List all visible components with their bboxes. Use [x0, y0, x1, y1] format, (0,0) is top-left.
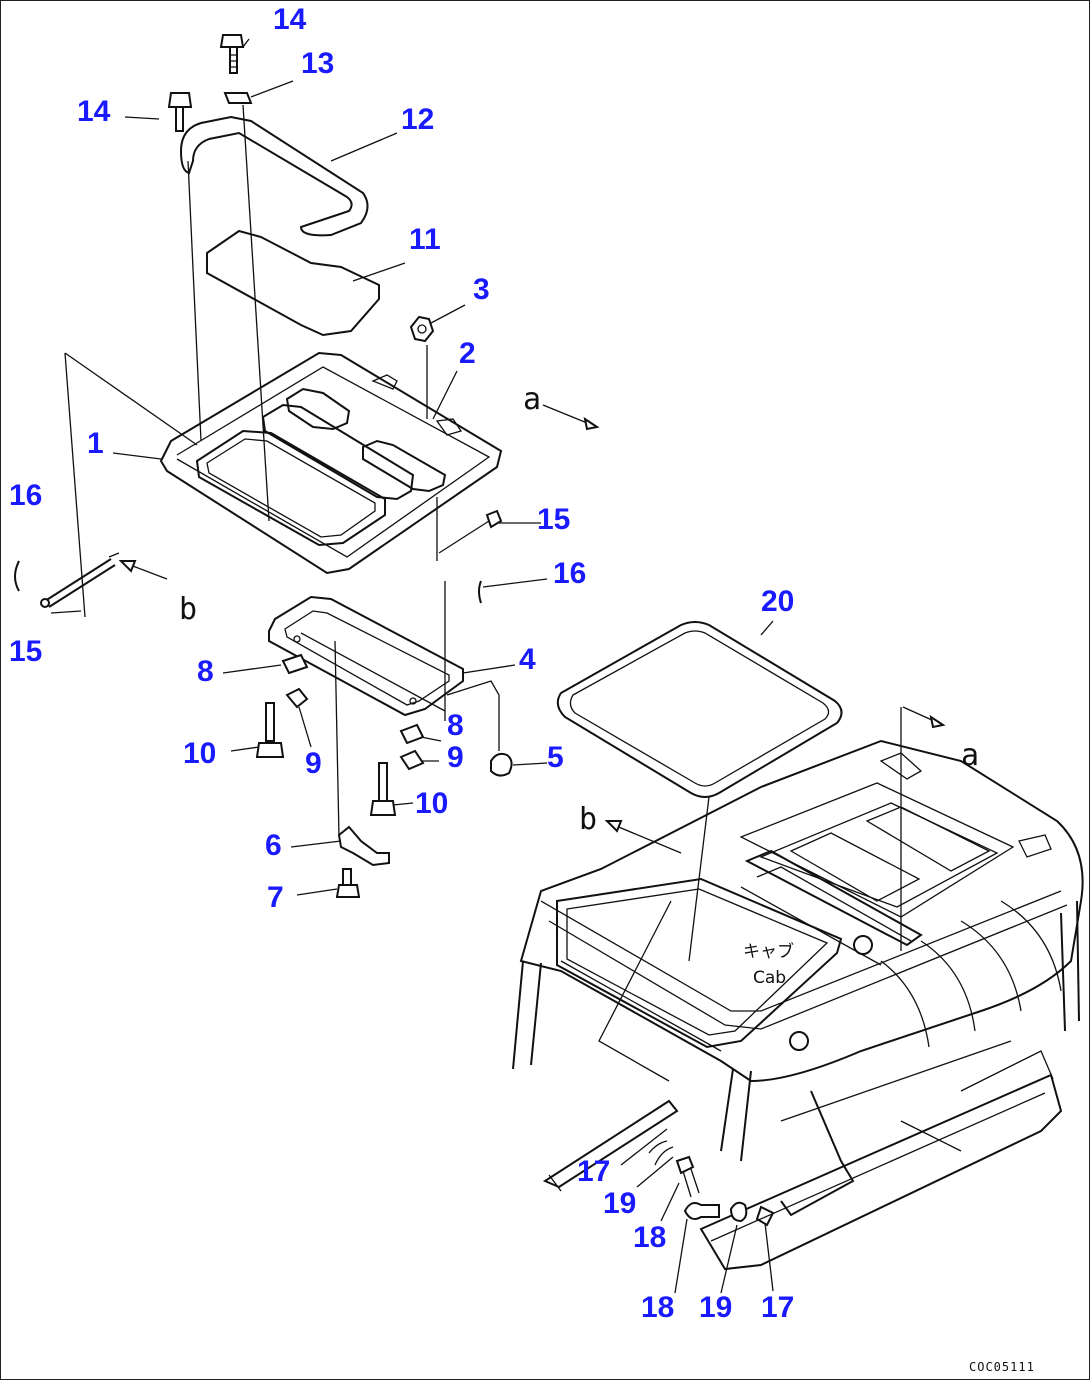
- inner-frame-4: [268, 595, 464, 717]
- callout-13: 13: [301, 47, 334, 80]
- callout-7: 7: [267, 881, 284, 914]
- washer-19-lower: [729, 1201, 748, 1223]
- view-arrow-a-top: [542, 404, 600, 431]
- callout-2: 2: [459, 337, 476, 370]
- leader-line: [187, 160, 202, 442]
- callout-8-left: 8: [197, 655, 214, 688]
- pin-16-left: [14, 560, 20, 592]
- callout-1: 1: [87, 427, 104, 460]
- callout-20: 20: [761, 585, 794, 618]
- callout-17-left: 17: [577, 1155, 610, 1188]
- clip-8-right: [399, 723, 425, 745]
- view-arrow-b-left: [118, 560, 168, 580]
- callout-14-left: 14: [77, 95, 111, 128]
- callout-8-right: 8: [447, 709, 464, 742]
- screw-10-left: [255, 702, 285, 758]
- pin-16-right: [478, 580, 482, 604]
- callout-18-left: 18: [633, 1221, 666, 1254]
- clip-9-left: [285, 687, 309, 709]
- cab-label-en: Cab: [753, 968, 786, 988]
- callout-14-top: 14: [273, 3, 307, 36]
- bolt-14-left: [167, 92, 193, 132]
- screw-7: [335, 868, 361, 898]
- drawing-code: COC05111: [969, 1360, 1035, 1374]
- callout-leaders: [112, 38, 774, 1294]
- callout-6: 6: [265, 829, 282, 862]
- callout-16-left: 16: [9, 479, 42, 512]
- screw-10-right: [369, 762, 397, 816]
- leader-line: [64, 352, 86, 618]
- callout-5: 5: [547, 741, 564, 774]
- washer-19-upper: [648, 1140, 674, 1166]
- bolt-18-upper: [675, 1155, 700, 1198]
- callout-19-bottom: 19: [699, 1291, 732, 1324]
- cab-label-jp: キャブ: [743, 941, 794, 962]
- roof-panel-1: [159, 351, 503, 575]
- clip-8-left: [281, 653, 309, 675]
- leader-line: [598, 900, 672, 1082]
- washer-13: [223, 92, 253, 104]
- pad-11: [206, 229, 380, 337]
- callout-9-right: 9: [447, 741, 464, 774]
- callout-3: 3: [473, 273, 490, 306]
- callout-10-left: 10: [183, 737, 216, 770]
- callout-9-left: 9: [305, 747, 322, 780]
- pin-15-right: [438, 509, 503, 554]
- callout-labels: 14 13 14 12 11 3 2 1 16 15 16 15 20 8 4 …: [9, 3, 794, 1324]
- callout-15-right: 15: [537, 503, 570, 536]
- seal-20: [556, 621, 843, 798]
- cap-5: [446, 680, 513, 777]
- bolt-14-top: [219, 34, 245, 74]
- frame-12: [179, 115, 369, 237]
- pin-15-left: [40, 552, 120, 608]
- bolt-18-lower: [683, 1202, 720, 1220]
- callout-18-bottom: 18: [641, 1291, 674, 1324]
- nut-3: [409, 315, 435, 343]
- callout-17-bottom: 17: [761, 1291, 794, 1324]
- view-label-b-cab: b: [579, 802, 597, 837]
- callout-15-left: 15: [9, 635, 42, 668]
- leader-line: [64, 352, 198, 446]
- callout-11: 11: [409, 223, 441, 256]
- callout-16-right: 16: [553, 557, 586, 590]
- view-label-a-top: a: [523, 382, 541, 417]
- view-arrow-b-cab: [604, 820, 682, 854]
- leader-line: [334, 640, 340, 838]
- cab-body: [512, 739, 1084, 1271]
- callout-19-left: 19: [603, 1187, 636, 1220]
- view-arrow-a-cab: [902, 706, 946, 729]
- view-label-a-cab: a: [961, 738, 979, 773]
- leader-line: [50, 610, 82, 614]
- callout-4: 4: [519, 643, 536, 676]
- callout-12: 12: [401, 103, 434, 136]
- grab-handle-6: [337, 825, 390, 867]
- view-label-b-left: b: [179, 592, 197, 627]
- clip-9-right: [399, 749, 425, 771]
- callout-10-right: 10: [415, 787, 448, 820]
- leader-line: [242, 104, 270, 522]
